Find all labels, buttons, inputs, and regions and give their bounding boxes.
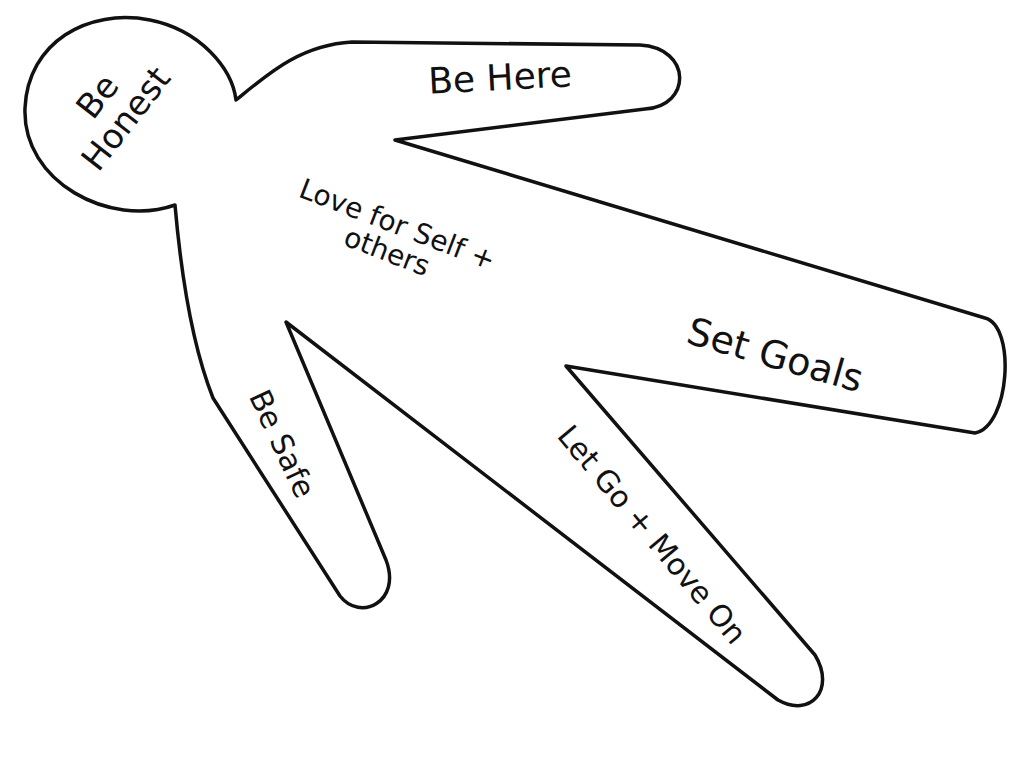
body-outline-path: [25, 18, 1005, 706]
